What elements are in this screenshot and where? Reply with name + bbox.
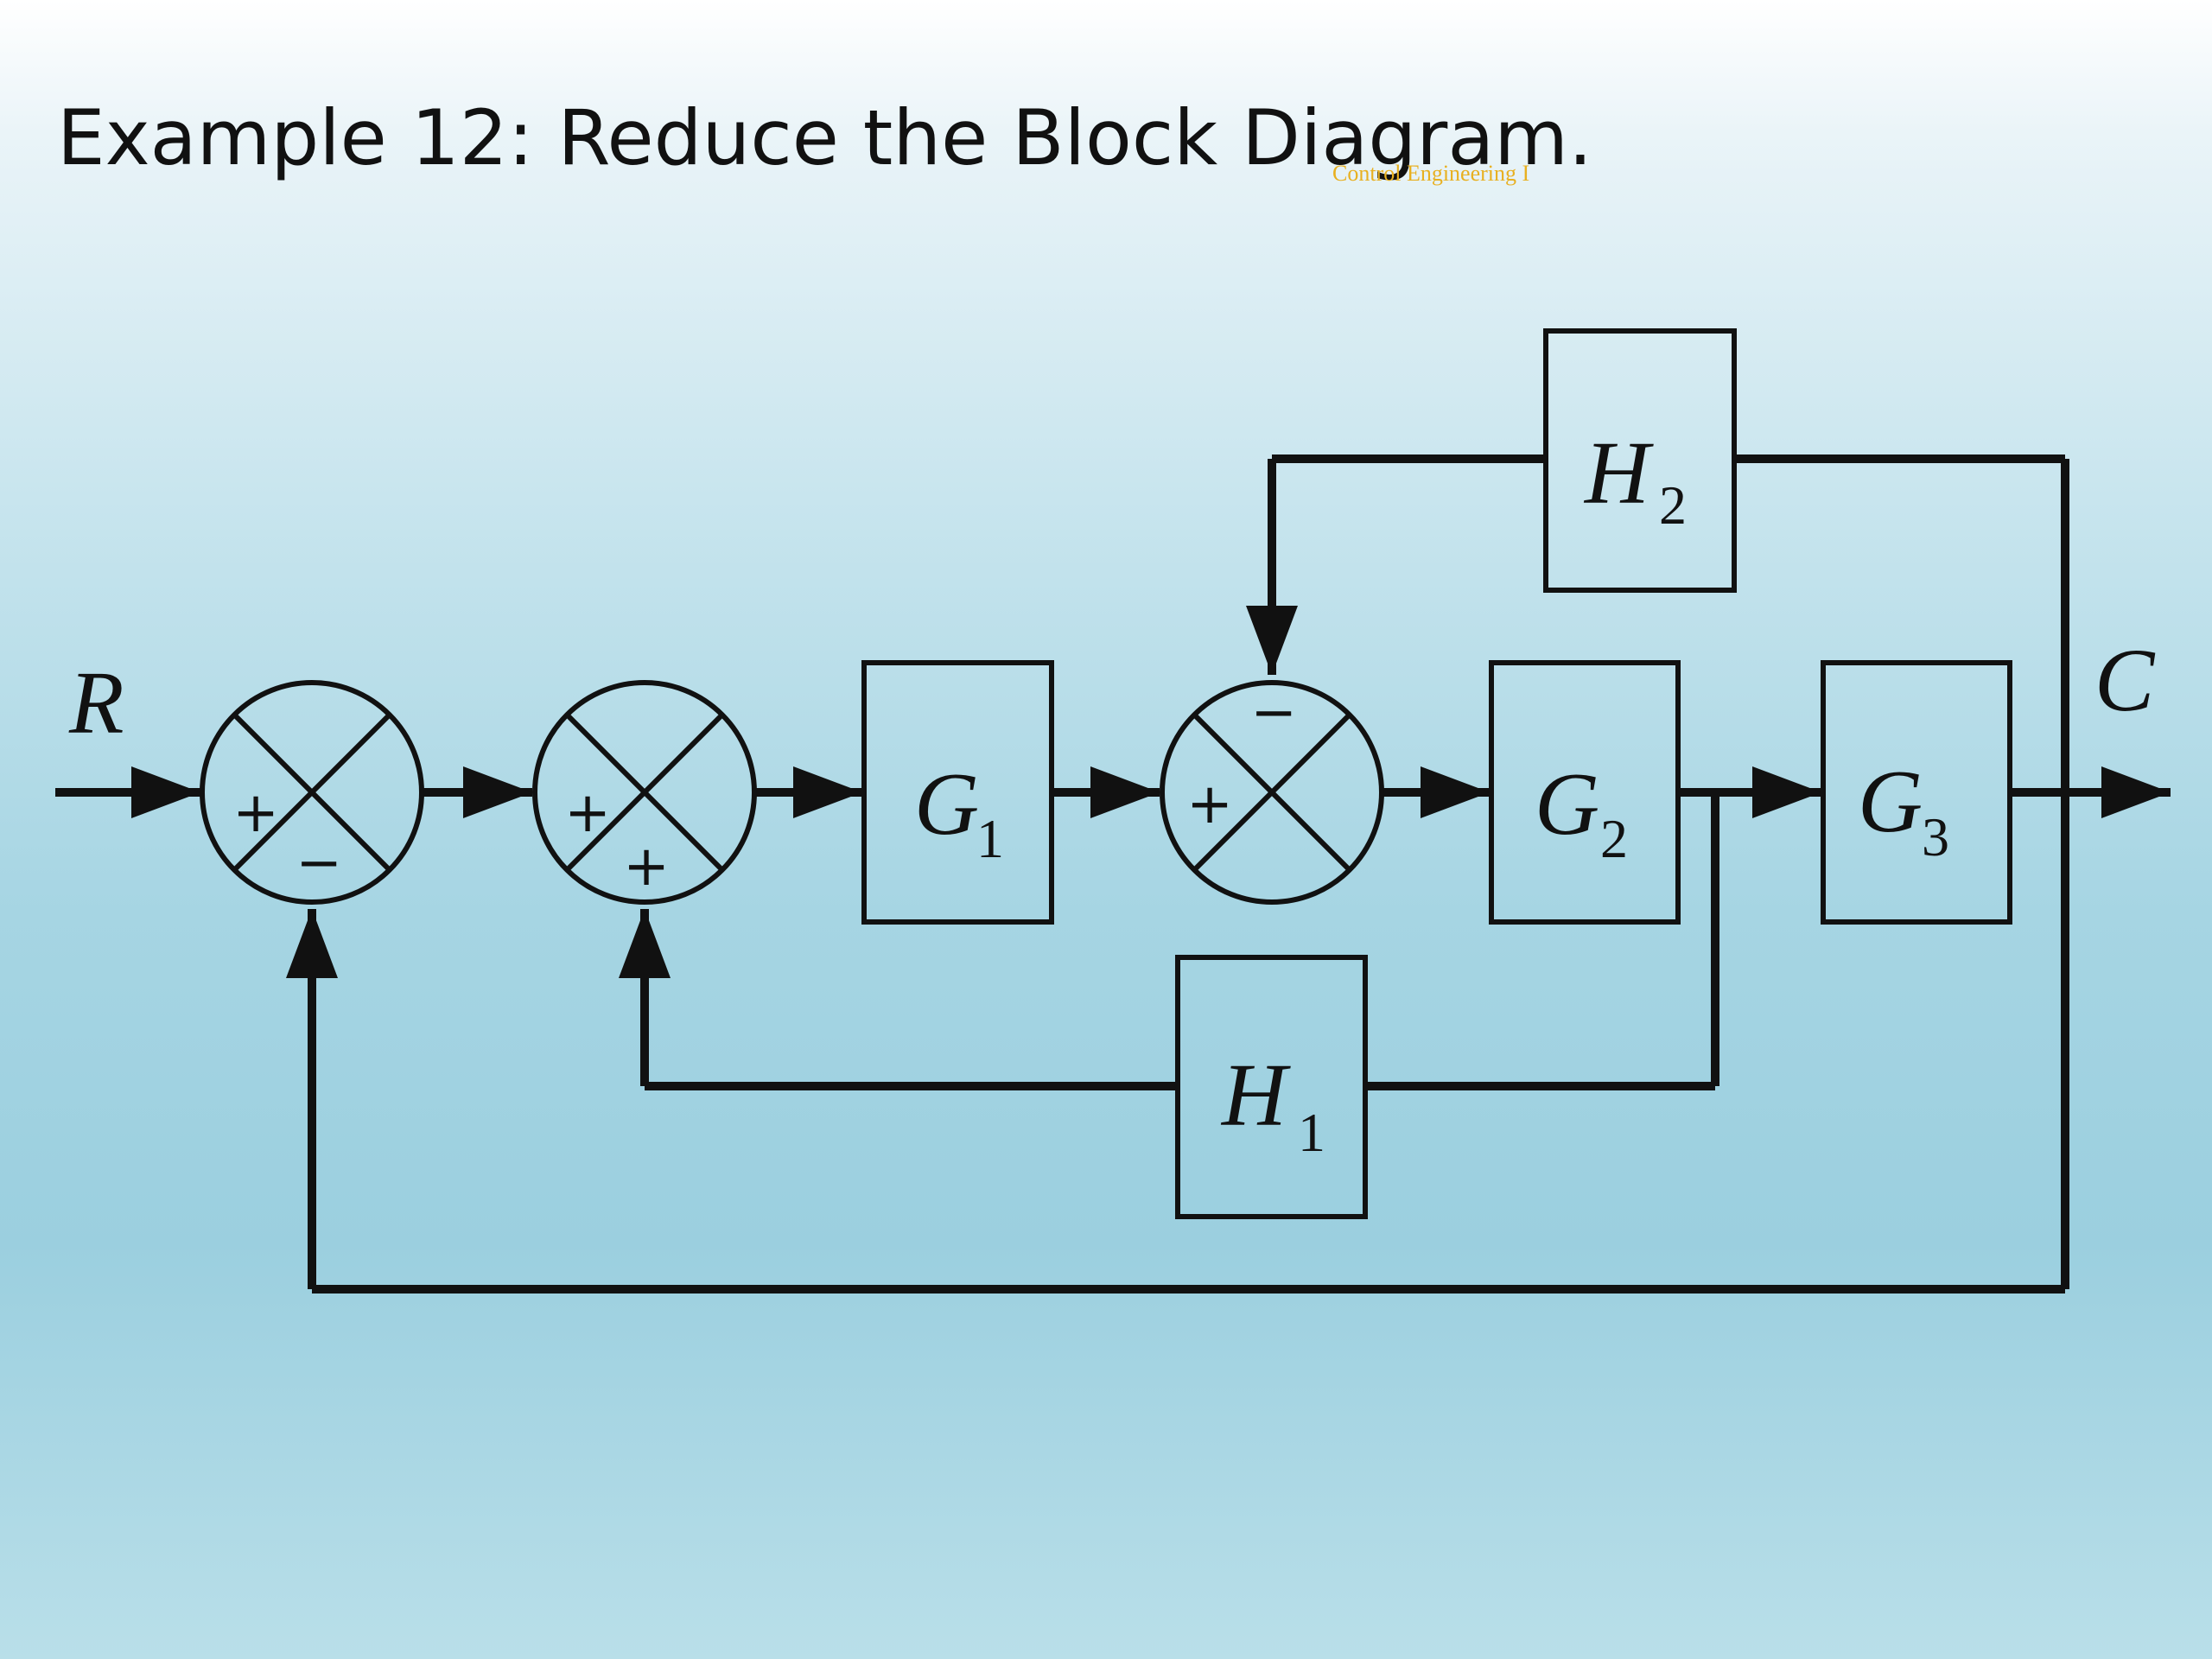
sum1-sign-bottom: −: [296, 831, 342, 895]
footer-course-label: Control Engineering I: [1332, 161, 1530, 186]
block-g3: [1821, 660, 2012, 925]
g2-label: G 2: [1535, 754, 1628, 869]
g1-label: G 1: [914, 754, 1004, 869]
summing-junction-3: [1160, 680, 1384, 905]
g2-name: G: [1535, 754, 1599, 854]
block-g1: [861, 660, 1054, 925]
g2-subscript: 2: [1600, 808, 1628, 869]
sum2-sign-bottom: +: [623, 835, 670, 899]
summing-junction-2: [532, 680, 757, 905]
sum3-sign-top: −: [1250, 681, 1297, 745]
sum3-sign-left: +: [1186, 772, 1233, 836]
summing-junction-1: [200, 680, 424, 905]
input-signal-label: R: [68, 653, 124, 753]
sum1-sign-left: +: [232, 781, 279, 845]
g1-subscript: 1: [976, 808, 1004, 869]
h1-label: H 1: [1220, 1046, 1325, 1163]
g1-name: G: [914, 754, 979, 854]
h2-name: H: [1583, 423, 1654, 523]
g3-name: G: [1858, 752, 1923, 851]
h2-subscript: 2: [1659, 474, 1687, 536]
g3-label: G 3: [1858, 752, 1949, 868]
h1-name: H: [1220, 1046, 1291, 1145]
g3-subscript: 3: [1922, 806, 1949, 868]
slide-title: Example 12: Reduce the Block Diagram.: [57, 93, 1592, 182]
h1-subscript: 1: [1298, 1102, 1325, 1163]
h2-label: H 2: [1583, 423, 1687, 536]
block-h1: [1175, 955, 1368, 1219]
output-signal-label: C: [2094, 631, 2156, 730]
block-h2: [1543, 328, 1737, 593]
sum2-sign-left: +: [564, 781, 611, 845]
block-g2: [1489, 660, 1681, 925]
